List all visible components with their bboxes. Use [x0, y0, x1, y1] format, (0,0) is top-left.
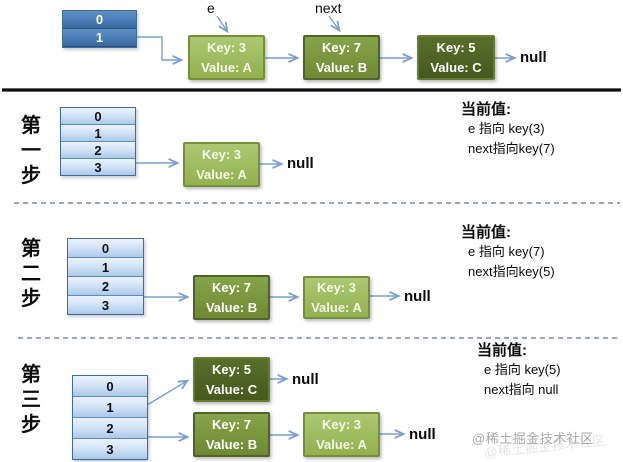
node-value-text: Value: A	[311, 299, 362, 315]
node-key-text: Key: 3	[201, 147, 242, 162]
node-key-text: Key: 5	[211, 362, 252, 377]
step3-current-value-block: 当前值: e 指向 key(5) next指向 null	[477, 342, 561, 400]
node-key-text: Key: 5	[436, 40, 476, 55]
null-terminator: null	[287, 155, 314, 172]
step2-label: 第二步	[21, 238, 41, 310]
null-terminator: null	[520, 49, 547, 66]
current-value-title: 当前值:	[461, 101, 511, 118]
node-key-text: Key: 7	[211, 280, 252, 295]
step2-bucket-array: 0 1 2 3	[67, 238, 144, 315]
step3-node-key3: Key: 3 Value: A	[303, 412, 380, 457]
node-value-text: Value: B	[205, 299, 258, 315]
array-cell: 1	[73, 397, 147, 418]
node-key7: Key: 7 Value: B	[303, 35, 380, 80]
node-value-text: Value: B	[315, 59, 368, 75]
current-value-title: 当前值:	[477, 342, 527, 359]
current-value-line: e 指向 key(7)	[468, 244, 545, 259]
node-key-text: Key: 3	[206, 40, 247, 55]
step2-node-key3: Key: 3 Value: A	[303, 276, 370, 319]
top-bucket-array: 0 1	[62, 10, 137, 48]
array-cell: 2	[73, 418, 147, 439]
array-cell: 0	[73, 376, 147, 397]
current-value-line: e 指向 key(5)	[484, 362, 561, 377]
current-value-line: next指向key(5)	[468, 264, 555, 279]
step3-node-key5: Key: 5 Value: C	[193, 357, 270, 402]
node-key-text: Key: 7	[321, 40, 362, 55]
node-key-text: Key: 7	[211, 417, 252, 432]
array-cell: 3	[73, 439, 147, 459]
node-value-text: Value: A	[316, 436, 367, 452]
current-value-line: next指向key(7)	[468, 141, 555, 156]
array-cell: 0	[63, 11, 136, 29]
arrow-e-pointer	[216, 15, 229, 34]
step3-bucket-array: 0 1 2 3	[72, 375, 148, 460]
node-value-text: Value: C	[430, 59, 482, 75]
array-cell: 3	[68, 296, 143, 314]
arrow-s3-array-key5	[146, 379, 190, 406]
node-key-text: Key: 3	[316, 280, 357, 295]
node-key5: Key: 5 Value: C	[417, 35, 495, 80]
pointer-label-e: e	[207, 0, 215, 16]
node-key-text: Key: 3	[321, 417, 362, 432]
array-cell: 0	[61, 108, 135, 125]
step3-node-key7: Key: 7 Value: B	[193, 412, 270, 457]
step2-current-value-block: 当前值: e 指向 key(7) next指向key(5)	[461, 224, 555, 282]
node-value-text: Value: C	[205, 381, 258, 397]
array-cell: 2	[61, 142, 135, 159]
arrow-next-pointer	[328, 15, 341, 33]
current-value-line: e 指向 key(3)	[468, 121, 545, 136]
array-cell: 1	[63, 29, 136, 47]
current-value-line: next指向 null	[484, 382, 559, 397]
null-terminator: null	[404, 288, 431, 305]
array-cell: 0	[68, 239, 143, 258]
pointer-label-next: next	[315, 0, 342, 16]
step1-label: 第一步	[21, 115, 41, 187]
step2-node-key7: Key: 7 Value: B	[193, 275, 270, 320]
array-cell: 1	[61, 125, 135, 142]
node-value-text: Value: A	[196, 166, 247, 182]
null-terminator: null	[292, 371, 319, 388]
null-terminator: null	[409, 426, 436, 443]
array-cell: 2	[68, 277, 143, 296]
step3-label: 第三步	[21, 364, 41, 436]
current-value-title: 当前值:	[461, 224, 511, 241]
array-cell: 1	[68, 258, 143, 277]
array-cell: 3	[61, 159, 135, 175]
node-value-text: Value: B	[205, 436, 258, 452]
step1-bucket-array: 0 1 2 3	[60, 107, 136, 176]
watermark: @稀土掘金技术社区	[472, 431, 594, 446]
step1-current-value-block: 当前值: e 指向 key(3) next指向key(7)	[461, 101, 555, 159]
node-key3: Key: 3 Value: A	[188, 35, 265, 80]
arrow-top-array-to-key3	[135, 36, 184, 65]
step1-node-key3: Key: 3 Value: A	[183, 142, 260, 187]
node-value-text: Value: A	[201, 59, 252, 75]
